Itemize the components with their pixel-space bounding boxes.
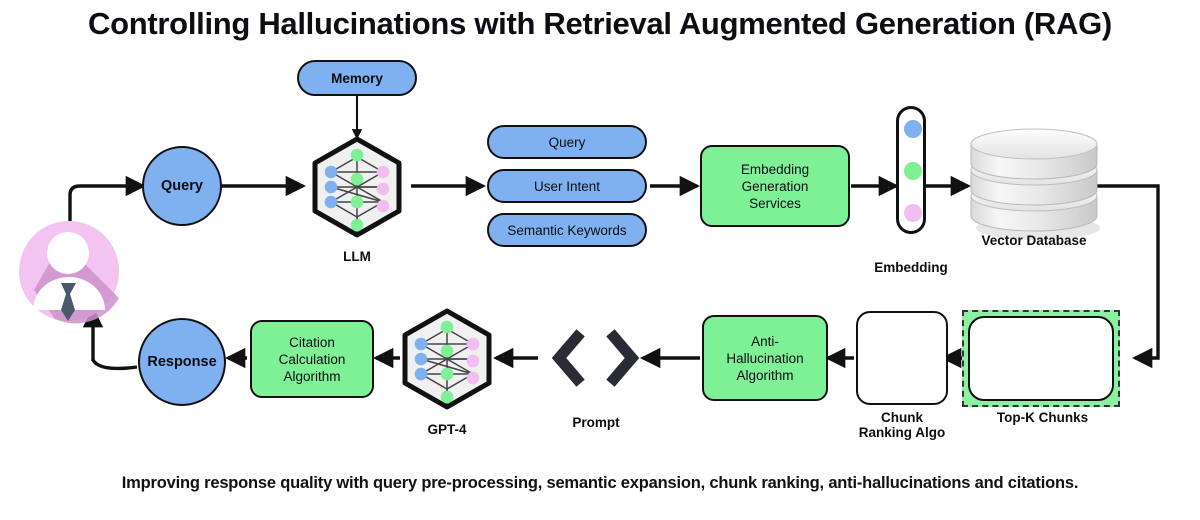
node-embedding-generation-services-label: Embedding Generation Services	[740, 161, 810, 211]
page-caption: Improving response quality with query pr…	[121, 474, 1079, 492]
node-prompt[interactable]	[544, 306, 648, 410]
node-embedding[interactable]	[896, 106, 926, 234]
node-memory-label: Memory	[331, 70, 383, 86]
pill-semantic-keywords[interactable]: Semantic Keywords	[487, 213, 647, 247]
node-vector-database-label: Vector Database	[981, 233, 1087, 248]
pill-user-intent-label: User Intent	[533, 178, 601, 194]
gpt4-hexagon-shape	[402, 308, 492, 410]
node-memory[interactable]: Memory	[297, 60, 417, 96]
prompt-center-dot	[580, 342, 612, 374]
node-prompt-label: Prompt	[572, 415, 620, 430]
code-brackets-icon	[551, 329, 640, 387]
topk-inner-card	[968, 316, 1114, 401]
page-title: Controlling Hallucinations with Retrieva…	[88, 6, 1112, 41]
pill-query[interactable]: Query	[487, 125, 647, 159]
node-response-label: Response	[147, 354, 217, 370]
node-anti-hallucination-algorithm-label: Anti- Hallucination Algorithm	[726, 333, 804, 383]
node-embedding-label: Embedding	[874, 260, 948, 275]
node-llm-label: LLM	[343, 249, 371, 264]
vector-database-shape	[970, 128, 1100, 240]
node-topk-chunks-label: Top-K Chunks	[996, 410, 1089, 425]
llm-hexagon-shape	[312, 136, 402, 238]
embedding-dot-blue	[904, 120, 922, 138]
pill-semantic-keywords-label: Semantic Keywords	[507, 222, 627, 238]
pill-user-intent[interactable]: User Intent	[487, 169, 647, 203]
node-query-label: Query	[161, 178, 203, 194]
node-citation-calculation-algorithm[interactable]: Citation Calculation Algorithm	[250, 320, 374, 398]
user-avatar-icon	[19, 221, 119, 324]
node-query[interactable]: Query	[142, 146, 222, 226]
node-anti-hallucination-algorithm[interactable]: Anti- Hallucination Algorithm	[702, 315, 828, 401]
embedding-dot-green	[904, 162, 922, 180]
node-response[interactable]: Response	[138, 318, 226, 406]
node-gpt4-label: GPT-4	[427, 422, 467, 437]
node-citation-calculation-algorithm-label: Citation Calculation Algorithm	[278, 334, 346, 384]
node-chunk-ranking-algo[interactable]	[856, 311, 948, 405]
embedding-dot-pink	[904, 204, 922, 222]
pill-query-label: Query	[548, 134, 586, 150]
node-chunk-ranking-algo-label: Chunk Ranking Algo	[858, 410, 946, 440]
node-embedding-generation-services[interactable]: Embedding Generation Services	[700, 145, 850, 227]
